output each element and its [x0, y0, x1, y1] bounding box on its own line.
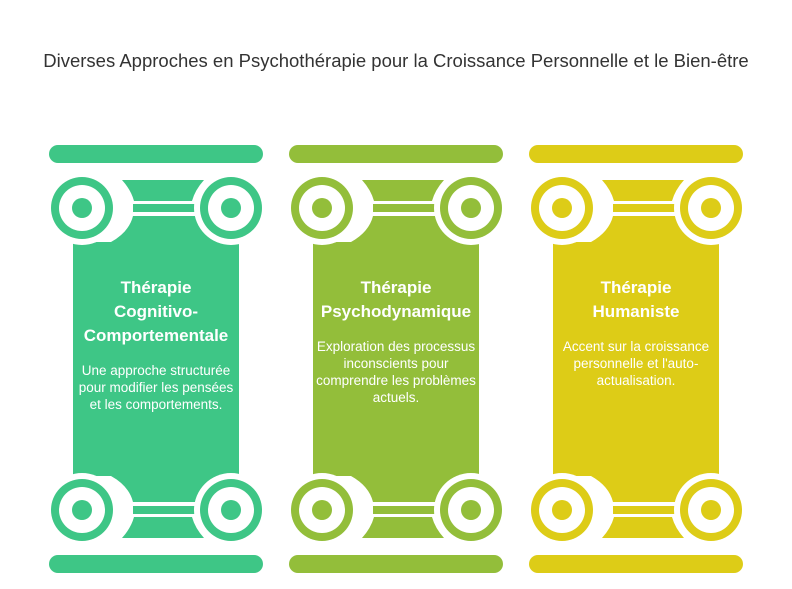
pillar-heading-line: Humaniste	[592, 302, 680, 321]
pillar-top-bar	[529, 145, 743, 163]
capital-middle-bar	[613, 204, 677, 212]
volute-eye-icon	[72, 198, 92, 218]
capital-middle-bar	[133, 204, 197, 212]
capital-echinus	[73, 216, 239, 250]
pillar-top-bar	[289, 145, 503, 163]
volute-eye-icon	[221, 198, 241, 218]
volute-eye-icon	[552, 198, 572, 218]
volute-eye-icon	[552, 500, 572, 520]
pillar-shaft	[553, 250, 719, 470]
pillar-bottom-bar	[49, 555, 263, 573]
volute-eye-icon	[72, 500, 92, 520]
capital-plate	[122, 517, 204, 538]
pillar-top-bar	[49, 145, 263, 163]
capital-plate	[362, 180, 444, 201]
pillar-description: Une approche structurée pour modifier le…	[78, 363, 234, 412]
pillar-bottom-bar	[289, 555, 503, 573]
volute-eye-icon	[221, 500, 241, 520]
pillar-description: Accent sur la croissance personnelle et …	[562, 339, 710, 388]
pillar-description: Exploration des processus inconscients p…	[316, 339, 476, 405]
volute-eye-icon	[312, 500, 332, 520]
capital-echinus	[73, 468, 239, 502]
capital-middle-bar	[133, 506, 197, 514]
volute-eye-icon	[461, 500, 481, 520]
pillar-shaft	[73, 250, 239, 470]
pillar-psychodynamic	[285, 145, 508, 573]
capital-plate	[602, 517, 684, 538]
pillar-shaft	[313, 250, 479, 470]
capital-plate	[122, 180, 204, 201]
volute-eye-icon	[701, 198, 721, 218]
capital-echinus	[313, 216, 479, 250]
volute-eye-icon	[461, 198, 481, 218]
pillar-heading-line: Thérapie	[360, 278, 432, 297]
capital-echinus	[313, 468, 479, 502]
diagram-title: Diverses Approches en Psychothérapie pou…	[43, 50, 749, 71]
capital-plate	[602, 180, 684, 201]
pillar-heading-line: Thérapie	[600, 278, 672, 297]
pillar-heading-line: Thérapie	[120, 278, 192, 297]
capital-middle-bar	[373, 506, 437, 514]
capital-plate	[362, 517, 444, 538]
volute-eye-icon	[312, 198, 332, 218]
capital-echinus	[553, 468, 719, 502]
pillar-cognitive-behavioral	[45, 145, 268, 573]
pillar-bottom-bar	[529, 555, 743, 573]
capital-middle-bar	[373, 204, 437, 212]
pillar-humanistic	[525, 145, 748, 573]
capital-middle-bar	[613, 506, 677, 514]
volute-eye-icon	[701, 500, 721, 520]
pillar-heading-line: Cognitivo-	[113, 302, 199, 321]
pillar-heading-line: Psychodynamique	[320, 302, 472, 321]
capital-echinus	[553, 216, 719, 250]
pillar-heading-line: Comportementale	[83, 326, 229, 345]
